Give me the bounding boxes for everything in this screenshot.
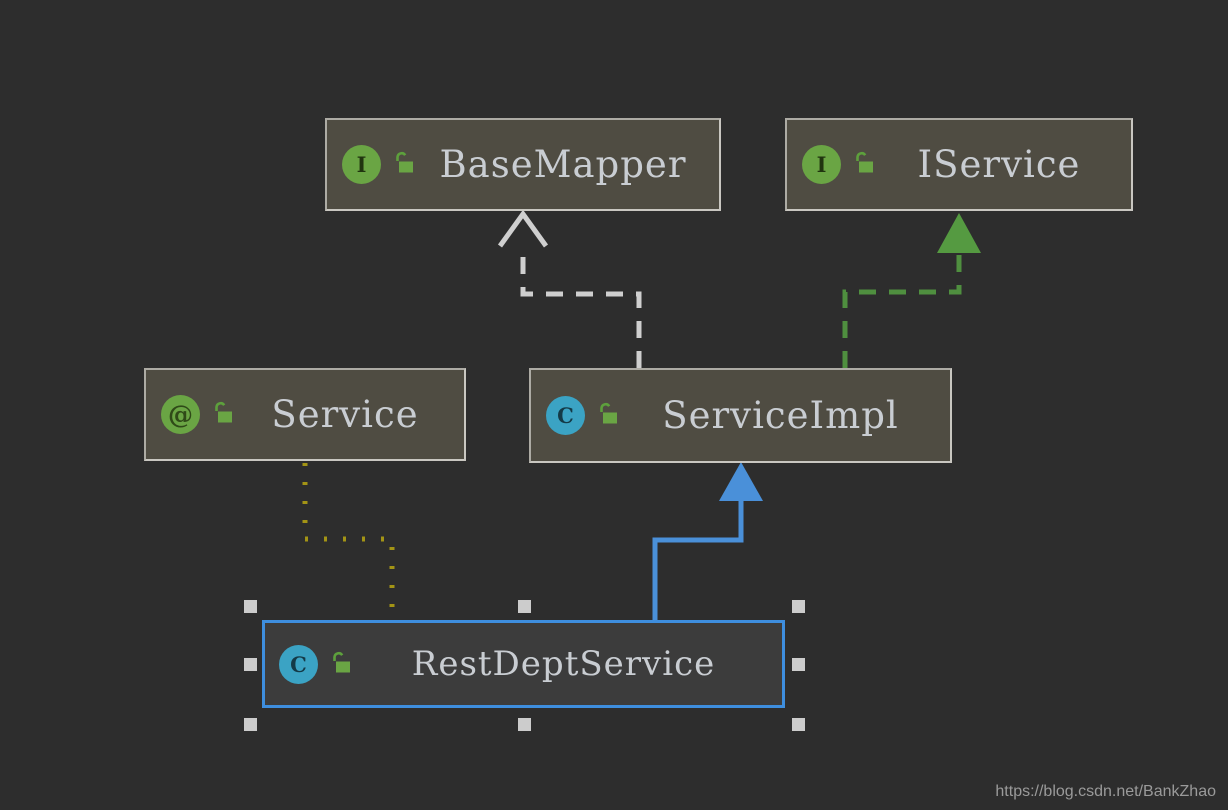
watermark-text: https://blog.csdn.net/BankZhao	[995, 783, 1216, 800]
resize-handle-middle-left[interactable]	[244, 658, 257, 671]
node-label: IService	[917, 143, 1081, 186]
node-background	[529, 368, 952, 463]
open-padlock-icon	[209, 399, 238, 432]
interface-badge-icon: I	[342, 145, 381, 184]
open-padlock-icon	[850, 149, 879, 182]
class-badge-icon: C	[279, 644, 318, 684]
node-service[interactable]: @ Service	[144, 368, 466, 461]
node-label: BaseMapper	[439, 143, 687, 186]
node-label: ServiceImpl	[662, 394, 899, 437]
node-label: RestDeptService	[411, 644, 716, 684]
resize-handle-top-right[interactable]	[792, 600, 805, 613]
resize-handle-middle-right[interactable]	[792, 658, 805, 671]
node-iservice[interactable]: I IService	[785, 118, 1133, 211]
open-padlock-icon	[594, 400, 623, 433]
resize-handle-top-left[interactable]	[244, 600, 257, 613]
resize-handle-bottom-center[interactable]	[518, 718, 531, 731]
node-background	[785, 118, 1133, 211]
open-padlock-icon	[390, 149, 419, 182]
annotation-badge-icon: @	[161, 395, 200, 434]
resize-handle-bottom-right[interactable]	[792, 718, 805, 731]
open-padlock-icon	[327, 649, 356, 682]
node-rest-dept-service[interactable]: C RestDeptService	[262, 620, 785, 708]
node-label: Service	[271, 393, 419, 436]
edge-impl-to-iservice[interactable]	[842, 213, 981, 368]
edge-impl-to-basemapper[interactable]	[497, 209, 642, 368]
interface-badge-icon: I	[802, 145, 841, 184]
resize-handle-top-center[interactable]	[518, 600, 531, 613]
node-service-impl[interactable]: C ServiceImpl	[529, 368, 952, 463]
edge-restdept-to-impl[interactable]	[652, 462, 763, 620]
resize-handle-bottom-left[interactable]	[244, 718, 257, 731]
node-base-mapper[interactable]: I BaseMapper	[325, 118, 721, 211]
edge-restdept-to-service[interactable]	[302, 463, 395, 620]
class-badge-icon: C	[546, 396, 585, 435]
node-background	[325, 118, 721, 211]
